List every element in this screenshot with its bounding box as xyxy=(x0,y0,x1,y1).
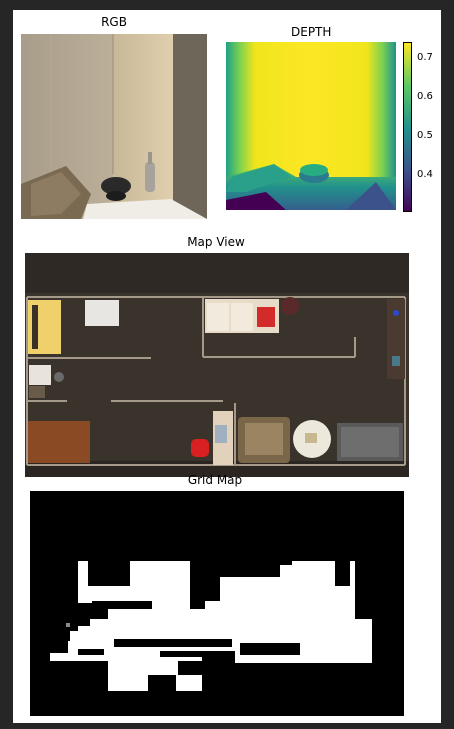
rgb-image xyxy=(21,34,207,219)
colorbar-tick: 0.6 xyxy=(417,91,433,102)
figure-panel: RGB DEPTH xyxy=(13,10,441,723)
colorbar-tick: 0.7 xyxy=(417,52,433,63)
colorbar xyxy=(403,42,412,212)
map-view-title: Map View xyxy=(187,235,245,249)
depth-title: DEPTH xyxy=(291,25,332,39)
grid-map-image xyxy=(30,491,404,716)
rgb-title: RGB xyxy=(101,15,127,29)
grid-map-title: Grid Map xyxy=(187,473,243,487)
colorbar-tick: 0.4 xyxy=(417,169,433,180)
map-view-image xyxy=(25,253,409,477)
depth-image xyxy=(226,42,396,210)
colorbar-tick: 0.5 xyxy=(417,130,433,141)
